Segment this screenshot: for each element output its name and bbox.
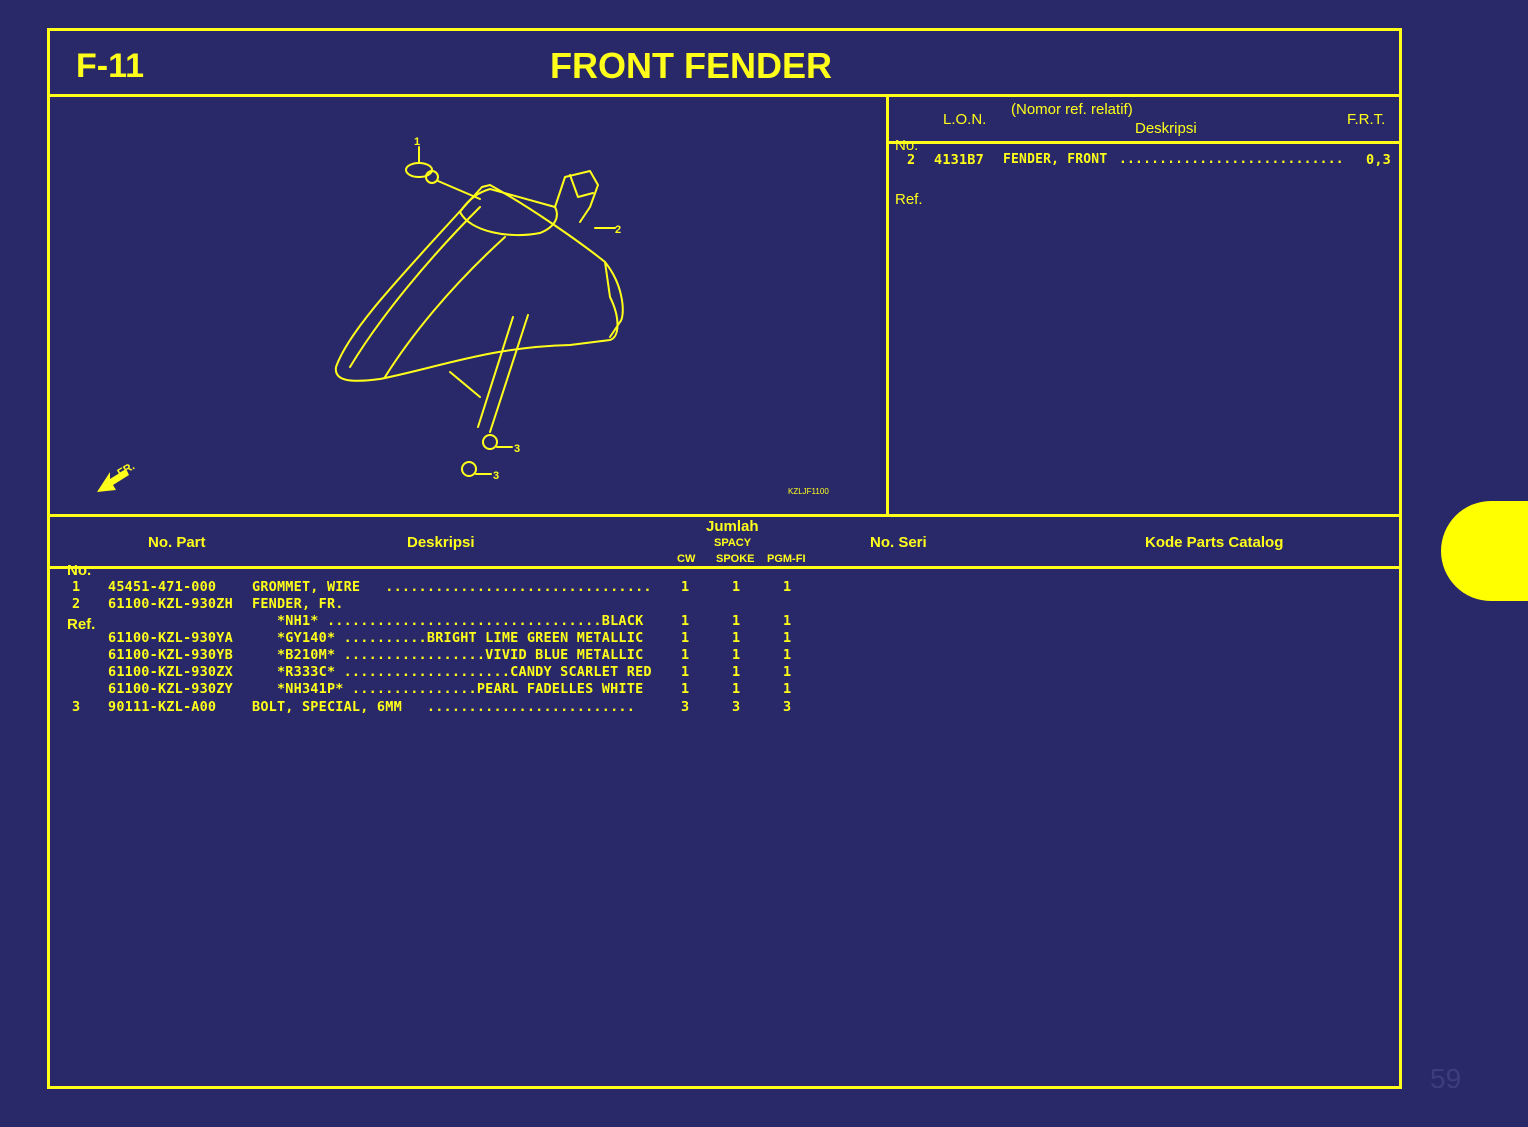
lon-header-divider bbox=[889, 141, 1399, 144]
header-kode-parts-catalog: Kode Parts Catalog bbox=[1145, 534, 1284, 551]
section-code: F-11 bbox=[76, 47, 145, 85]
lon-frt: 0,3 bbox=[1366, 152, 1391, 168]
front-direction-arrow-icon: FR. bbox=[97, 460, 137, 492]
callout-3b: 3 bbox=[493, 470, 499, 482]
row-qty-cw: 1 bbox=[681, 579, 690, 595]
row-qty-pgmfi: 1 bbox=[783, 664, 792, 680]
lon-description: FENDER, FRONT bbox=[1003, 152, 1108, 167]
page-title: FRONT FENDER bbox=[550, 45, 832, 86]
direction-label: FR. bbox=[116, 460, 137, 479]
row-qty-pgmfi: 1 bbox=[783, 613, 792, 629]
header-jumlah: Jumlah bbox=[706, 518, 759, 535]
header-pgm-fi: PGM-FI bbox=[767, 553, 806, 565]
row-description: *R333C* ....................CANDY SCARLE… bbox=[252, 664, 652, 680]
row-qty-cw: 1 bbox=[681, 630, 690, 646]
row-no-ref: 2 bbox=[72, 596, 81, 612]
row-qty-spoke: 1 bbox=[732, 664, 741, 680]
row-description: *GY140* ..........BRIGHT LIME GREEN META… bbox=[252, 630, 644, 646]
header-spoke: SPOKE bbox=[716, 553, 755, 565]
front-fender-drawing-icon: 1 2 3 3 FR. KZLJF1100 bbox=[97, 136, 829, 496]
row-qty-spoke: 1 bbox=[732, 647, 741, 663]
callout-1: 1 bbox=[414, 136, 420, 148]
row-part-number: 61100-KZL-930ZY bbox=[108, 681, 233, 697]
row-qty-cw: 1 bbox=[681, 681, 690, 697]
lon-header-ref-note: (Nomor ref. relatif) bbox=[1011, 101, 1133, 118]
header-deskripsi: Deskripsi bbox=[407, 534, 475, 551]
row-qty-pgmfi: 1 bbox=[783, 630, 792, 646]
parts-header-divider bbox=[50, 566, 1399, 569]
header-no-ref: No. Ref. bbox=[67, 562, 96, 633]
catalog-page-frame: F-11 FRONT FENDER bbox=[47, 28, 1402, 1089]
row-part-number: 61100-KZL-930YA bbox=[108, 630, 233, 646]
parts-diagram: 1 2 3 3 FR. KZLJF1100 bbox=[50, 97, 886, 514]
lon-header-no-ref: No. Ref. bbox=[895, 137, 923, 208]
row-qty-spoke: 1 bbox=[732, 681, 741, 697]
row-part-number: 90111-KZL-A00 bbox=[108, 699, 217, 715]
row-qty-cw: 1 bbox=[681, 647, 690, 663]
row-qty-cw: 3 bbox=[681, 699, 690, 715]
drawing-code: KZLJF1100 bbox=[788, 487, 829, 496]
lon-header-deskripsi: Deskripsi bbox=[1135, 120, 1197, 137]
row-description: *NH341P* ...............PEARL FADELLES W… bbox=[252, 681, 644, 697]
header-cw: CW bbox=[677, 553, 696, 565]
title-divider bbox=[50, 94, 1399, 97]
row-qty-pgmfi: 3 bbox=[783, 699, 792, 715]
callout-3a: 3 bbox=[514, 443, 520, 455]
page-number: 59 bbox=[1430, 1063, 1462, 1094]
row-no-ref: 3 bbox=[72, 699, 81, 715]
row-description: *NH1* .................................B… bbox=[252, 613, 644, 629]
row-part-number: 61100-KZL-930YB bbox=[108, 647, 233, 663]
row-qty-spoke: 1 bbox=[732, 579, 741, 595]
row-qty-spoke: 1 bbox=[732, 630, 741, 646]
header-spacy: SPACY bbox=[714, 537, 752, 549]
row-qty-spoke: 3 bbox=[732, 699, 741, 715]
header-no-seri: No. Seri bbox=[870, 534, 927, 551]
row-description: *B210M* .................VIVID BLUE META… bbox=[252, 647, 644, 663]
row-description: BOLT, SPECIAL, 6MM .....................… bbox=[252, 699, 636, 715]
lon-header-frt: F.R.T. bbox=[1347, 111, 1386, 128]
row-qty-pgmfi: 1 bbox=[783, 681, 792, 697]
row-part-number: 61100-KZL-930ZH bbox=[108, 596, 233, 612]
lon-dots: ............................ bbox=[1119, 152, 1344, 167]
row-description: GROMMET, WIRE ..........................… bbox=[252, 579, 652, 595]
lon-no-ref: 2 bbox=[907, 152, 916, 168]
row-qty-cw: 1 bbox=[681, 613, 690, 629]
row-qty-spoke: 1 bbox=[732, 613, 741, 629]
row-no-ref: 1 bbox=[72, 579, 81, 595]
callout-2: 2 bbox=[615, 224, 621, 236]
diagram-bottom-divider bbox=[50, 514, 1399, 517]
header-no-part: No. Part bbox=[148, 534, 206, 551]
row-part-number: 61100-KZL-930ZX bbox=[108, 664, 233, 680]
lon-code: 4131B7 bbox=[934, 152, 984, 168]
row-part-number: 45451-471-000 bbox=[108, 579, 217, 595]
row-description: FENDER, FR. bbox=[252, 596, 344, 612]
row-qty-pgmfi: 1 bbox=[783, 647, 792, 663]
section-tab-marker[interactable] bbox=[1441, 501, 1528, 601]
diagram-divider bbox=[886, 97, 889, 514]
row-qty-pgmfi: 1 bbox=[783, 579, 792, 595]
lon-header-lon: L.O.N. bbox=[943, 111, 987, 128]
row-qty-cw: 1 bbox=[681, 664, 690, 680]
